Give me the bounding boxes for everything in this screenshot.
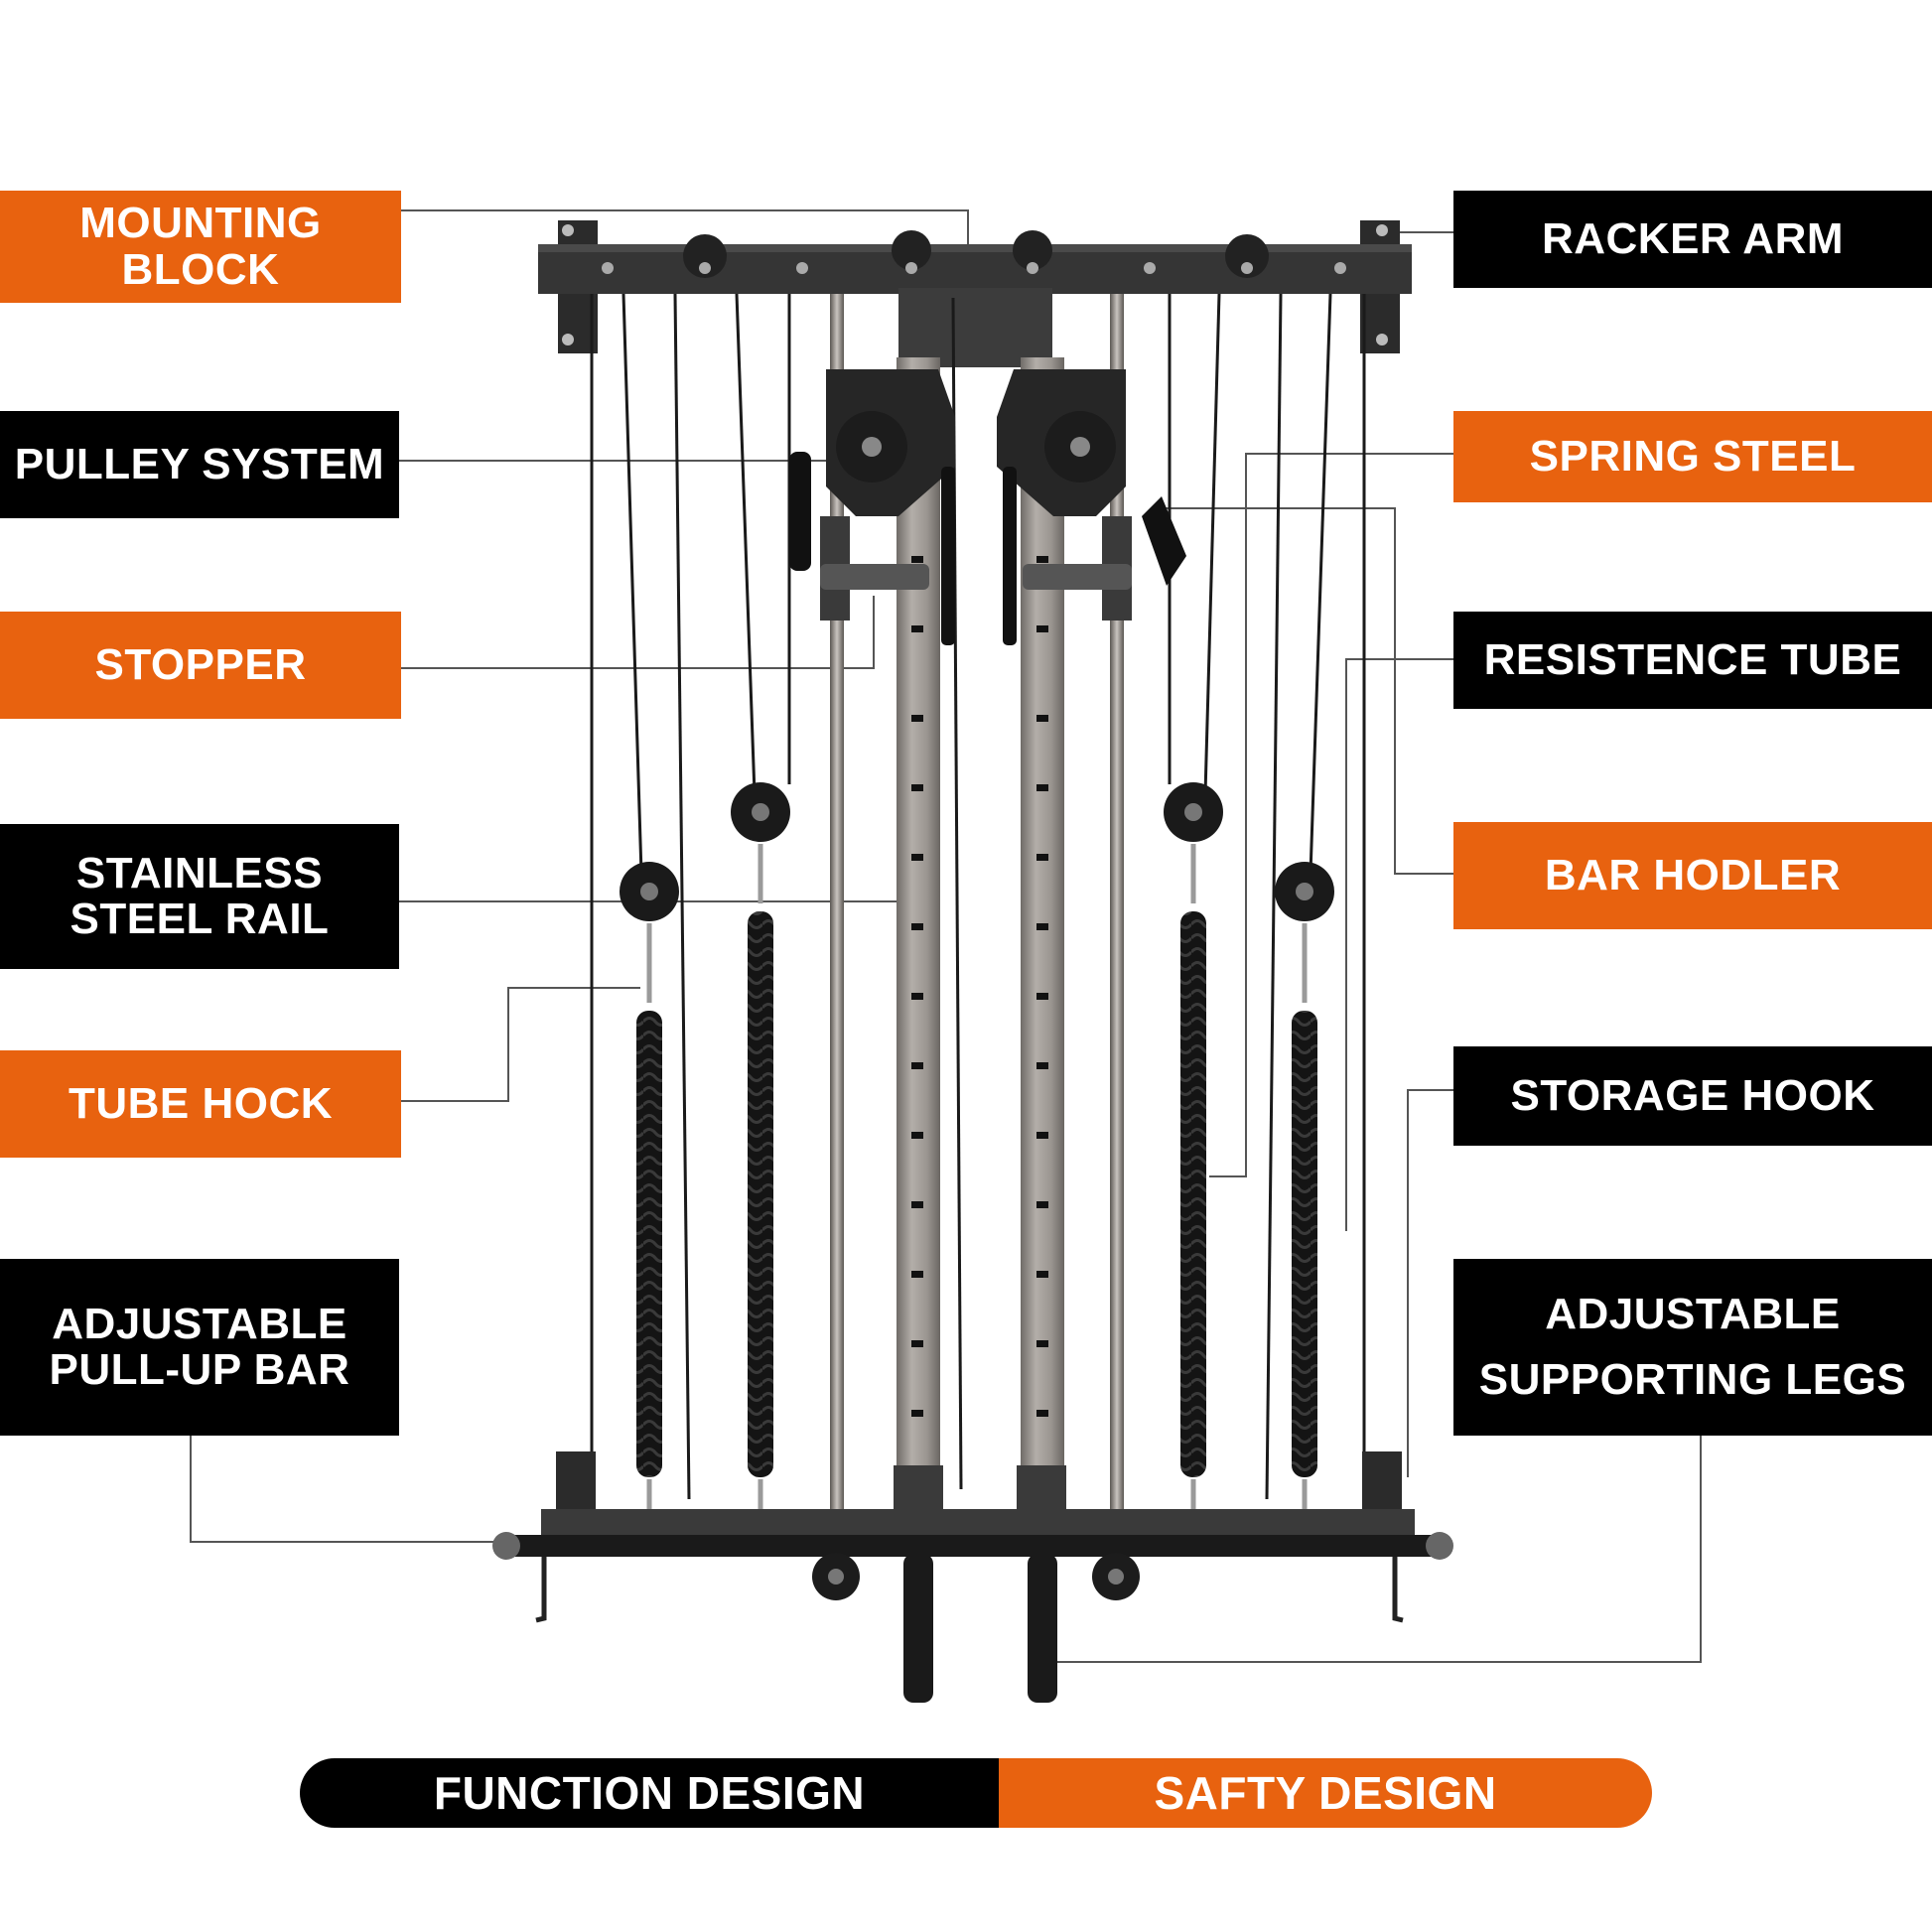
label-adjustable-pull-up-bar: ADJUSTABLE PULL-UP BAR	[0, 1259, 399, 1436]
lower-pulleys	[620, 782, 1334, 921]
label-spring-steel: SPRING STEEL	[1453, 411, 1932, 502]
leader-stopper	[401, 596, 875, 669]
label-adjustable-supporting-legs: ADJUSTABLE SUPPORTING LEGS	[1453, 1259, 1932, 1436]
leader-mounting-block	[401, 209, 969, 248]
label-pulley-system: PULLEY SYSTEM	[0, 411, 399, 518]
function-design-label: FUNCTION DESIGN	[300, 1758, 999, 1828]
storage-hook-left	[535, 1557, 547, 1623]
label-storage-hook: STORAGE HOOK	[1453, 1046, 1932, 1146]
label-resistence-tube: RESISTENCE TUBE	[1453, 612, 1932, 709]
design-footer: FUNCTION DESIGN SAFTY DESIGN	[300, 1758, 1652, 1828]
handle-left	[789, 452, 811, 571]
bottom-beam	[541, 1509, 1415, 1539]
rail-foot-left	[894, 1465, 943, 1515]
top-frame	[538, 220, 1412, 367]
leader-tube-hock	[401, 987, 640, 1102]
bottom-frame	[492, 1451, 1453, 1703]
label-racker-arm: RACKER ARM	[1453, 191, 1932, 288]
supporting-leg-left	[903, 1554, 933, 1703]
label-bar-hodler: BAR HODLER	[1453, 822, 1932, 929]
rail-foot-right	[1017, 1465, 1066, 1515]
supporting-leg-right	[1028, 1554, 1057, 1703]
pull-up-bar	[501, 1535, 1445, 1557]
tube-hooks	[646, 844, 1308, 1514]
label-stopper: STOPPER	[0, 612, 401, 719]
label-stainless-steel-rail: STAINLESS STEEL RAIL	[0, 824, 399, 969]
label-mounting-block: MOUNTING BLOCK	[0, 191, 401, 303]
leader-resistence-tube	[1345, 658, 1453, 1231]
label-tube-hock: TUBE HOCK	[0, 1050, 401, 1158]
leader-storage-hook	[1407, 1089, 1453, 1477]
cables	[590, 293, 1366, 1500]
handle-right	[1142, 496, 1186, 586]
leader-pull-up-bar	[190, 1436, 496, 1543]
leader-supporting-legs	[1057, 1436, 1702, 1663]
stainless-rails	[897, 357, 1064, 1489]
storage-hook-right	[1392, 1557, 1404, 1623]
resistance-tubes	[636, 911, 1317, 1477]
pulley-carriages	[789, 369, 1186, 645]
leader-spring-steel	[1209, 453, 1453, 1177]
safety-design-label: SAFTY DESIGN	[999, 1758, 1652, 1828]
center-bracket	[898, 288, 1052, 367]
